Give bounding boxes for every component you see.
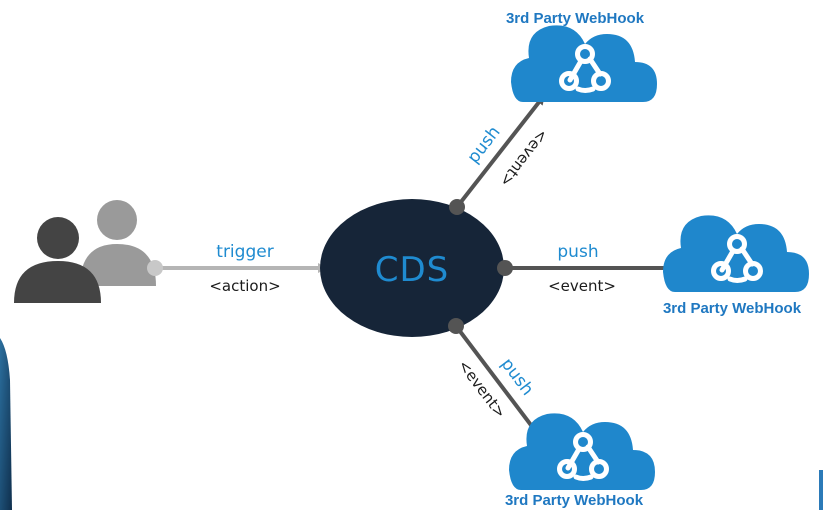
webhook-bottom-cloud <box>509 413 655 490</box>
edge-right: push <event> <box>497 242 675 295</box>
edge-top-sublabel: <event> <box>496 126 552 191</box>
trigger-edge-origin-dot <box>147 260 163 276</box>
webhook-top: 3rd Party WebHook <box>506 10 657 102</box>
webhook-bottom: 3rd Party WebHook <box>505 413 655 509</box>
edge-top-label: push <box>463 123 504 168</box>
webhook-top-cloud <box>511 25 657 102</box>
webhook-top-title: 3rd Party WebHook <box>506 10 645 27</box>
cds-label: CDS <box>375 250 450 290</box>
background-right-edge <box>819 470 823 510</box>
webhook-right-cloud <box>663 215 809 292</box>
edge-bottom-label: push <box>497 355 538 400</box>
trigger-label: trigger <box>216 242 273 262</box>
edge-top: push <event> <box>449 94 552 215</box>
background-blue-corner <box>0 338 12 510</box>
webhook-bottom-title: 3rd Party WebHook <box>505 492 644 509</box>
cds-node: CDS <box>320 199 504 337</box>
edge-right-label: push <box>557 242 598 262</box>
edge-right-sublabel: <event> <box>548 277 616 295</box>
trigger-sublabel: <action> <box>209 277 280 295</box>
trigger-edge: trigger <action> <box>147 242 328 295</box>
edge-bottom-origin-dot <box>448 318 464 334</box>
edge-right-origin-dot <box>497 260 513 276</box>
edge-top-origin-dot <box>449 199 465 215</box>
edge-bottom: push <event> <box>448 318 545 444</box>
webhook-right: 3rd Party WebHook <box>663 215 809 317</box>
users-icon <box>14 200 156 303</box>
webhook-right-title: 3rd Party WebHook <box>663 300 802 317</box>
